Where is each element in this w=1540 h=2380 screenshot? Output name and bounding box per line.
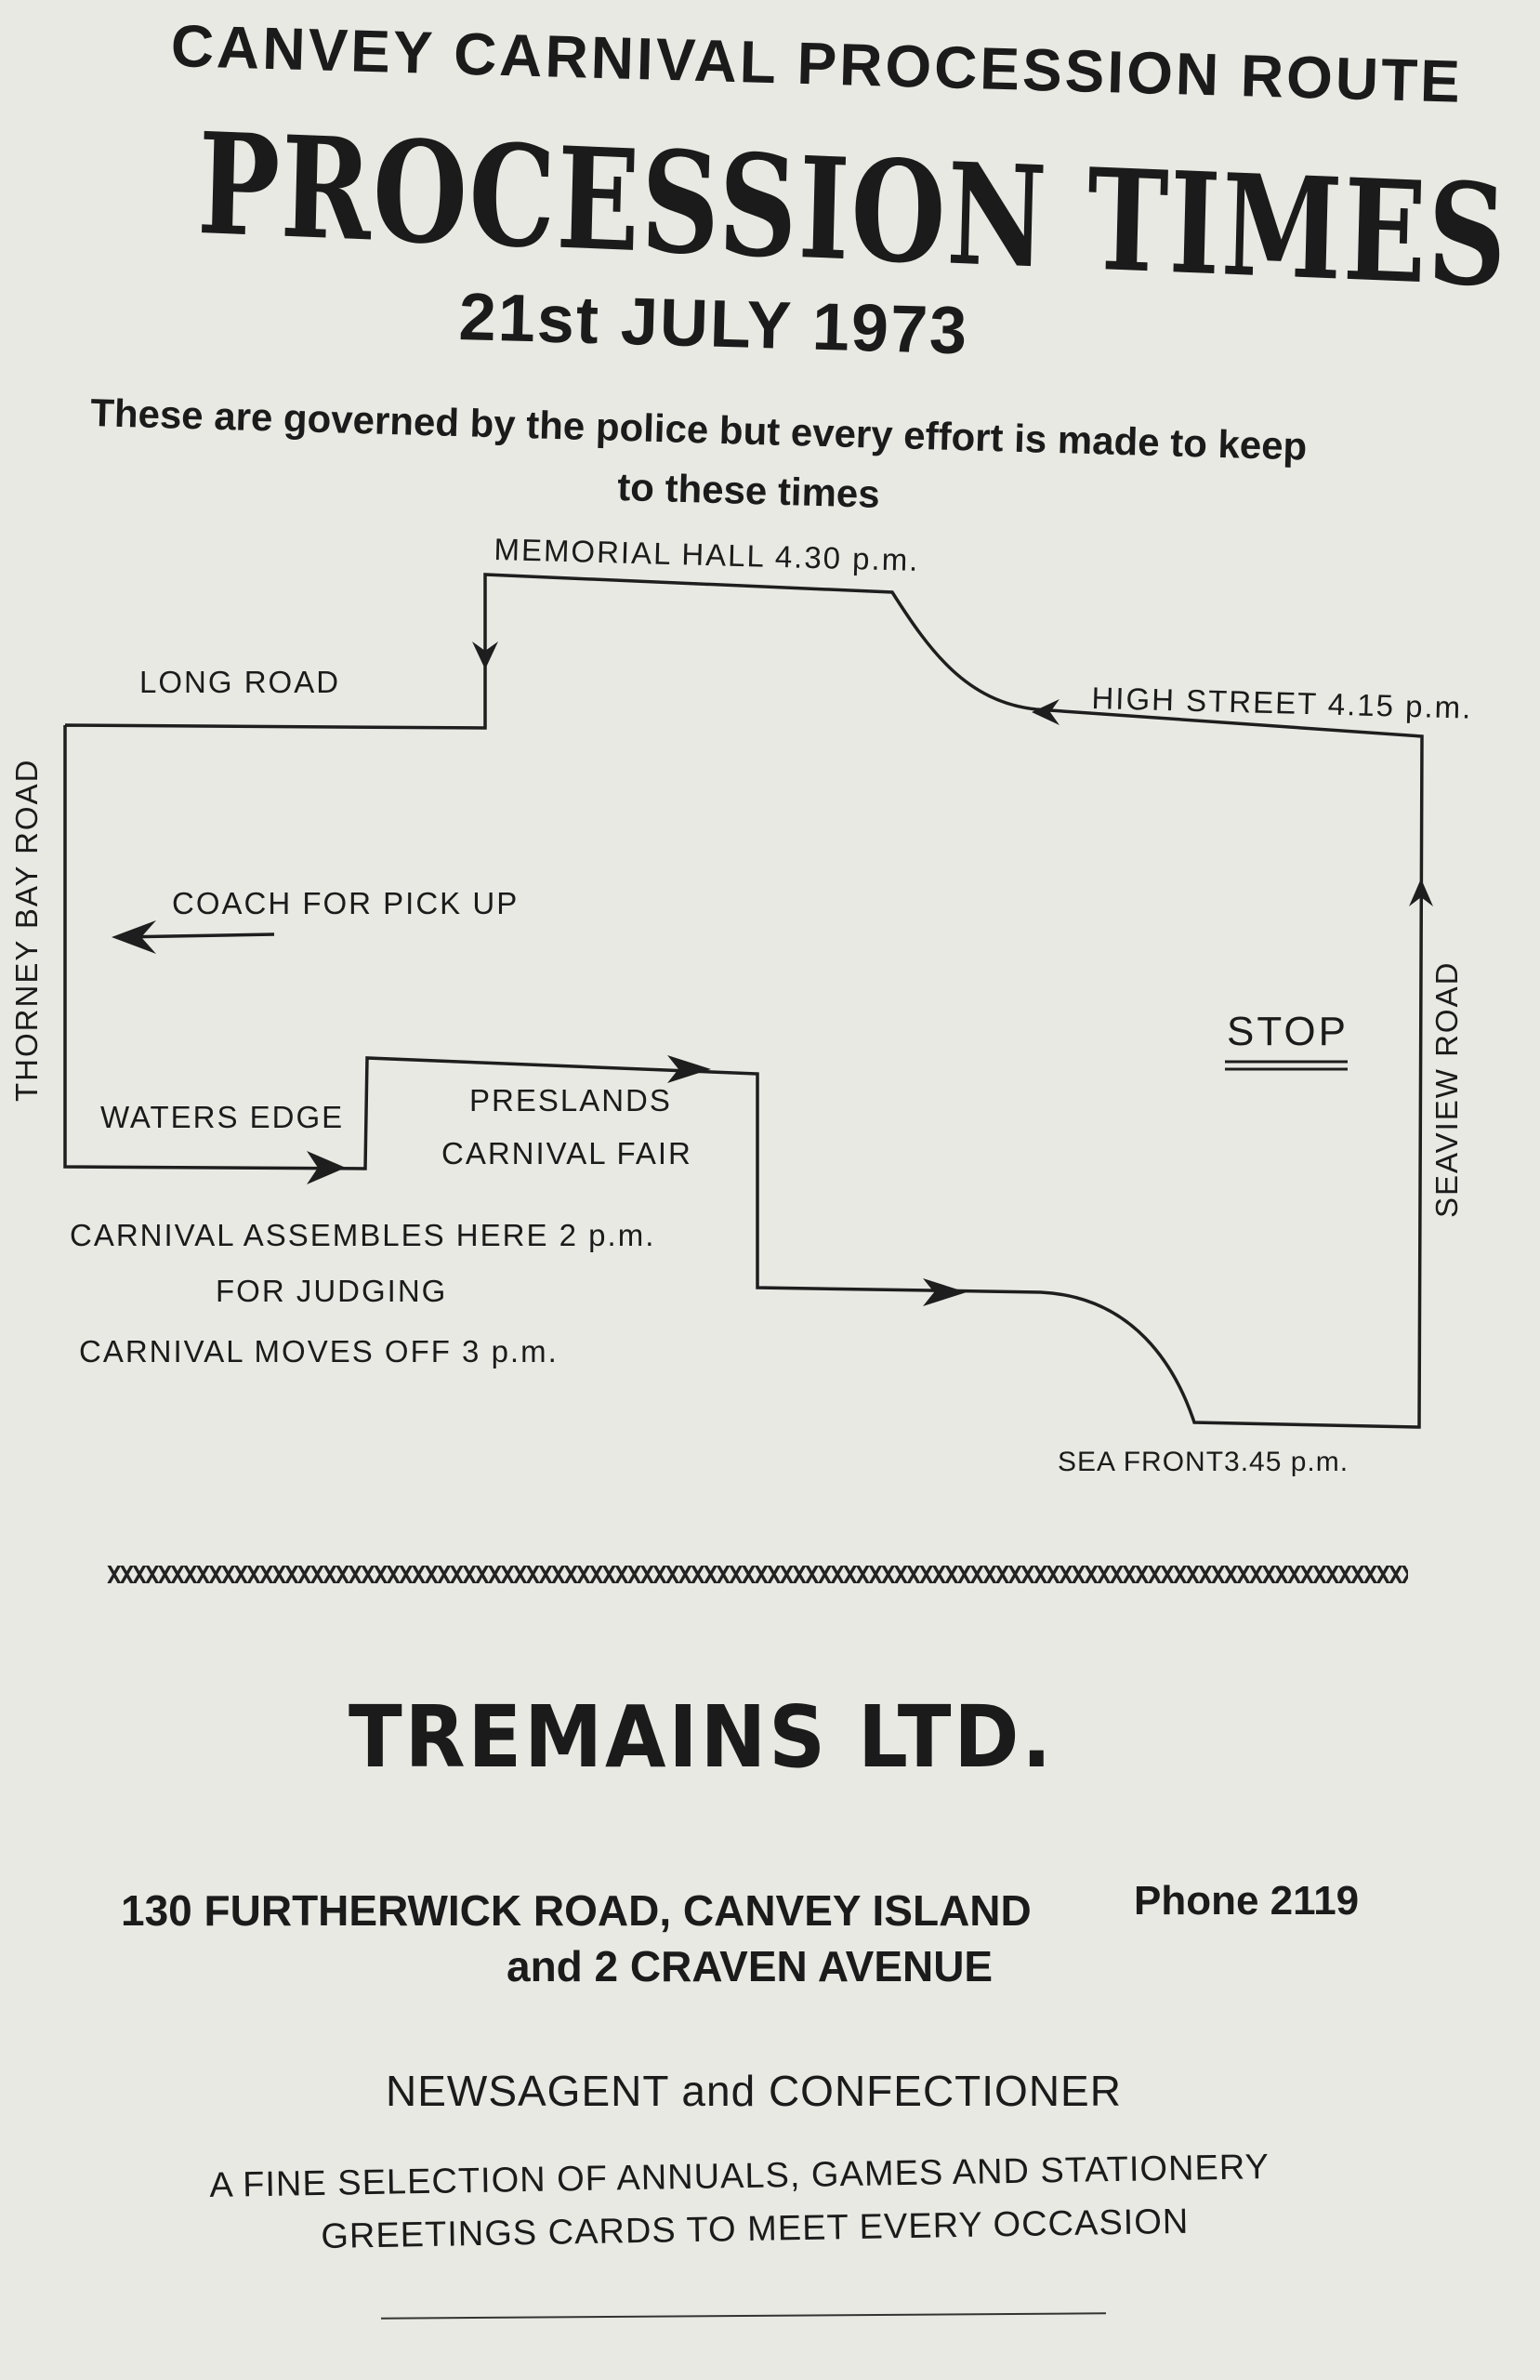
arrow-sea-front-right: [923, 1278, 967, 1306]
label-seaview-road: SEAVIEW ROAD: [1429, 960, 1464, 1218]
decorative-divider: XXXXXXXXXXXXXXXXXXXXXXXXXXXXXXXXXXXXXXXX…: [107, 1562, 1408, 1584]
advert-address-line1: 130 FURTHERWICK ROAD, CANVEY ISLAND: [121, 1886, 1032, 1935]
label-coach-pick-up: COACH FOR PICK UP: [172, 886, 520, 920]
arrow-preslands-right: [667, 1055, 711, 1083]
label-preslands: PRESLANDS: [469, 1083, 672, 1117]
label-waters-edge: WATERS EDGE: [100, 1100, 345, 1134]
label-for-judging: FOR JUDGING: [216, 1274, 448, 1308]
label-long-road: LONG ROAD: [139, 665, 341, 699]
arrow-memorial-down: [472, 641, 498, 669]
arrow-coach-left: [112, 920, 156, 954]
stop-underline: [1225, 1060, 1348, 1071]
label-carnival-fair: CARNIVAL FAIR: [441, 1136, 692, 1170]
label-thorney-bay-road: THORNEY BAY ROAD: [9, 758, 44, 1102]
advert-address-line2: and 2 CRAVEN AVENUE: [507, 1942, 994, 1990]
advert-phone: Phone 2119: [1134, 1878, 1360, 1924]
arrow-seaview-up: [1409, 879, 1433, 906]
route-line-long-road: [63, 573, 1424, 1429]
label-sea-front: SEA FRONT3.45 p.m.: [1058, 1447, 1349, 1477]
coach-arrow-line: [118, 932, 275, 939]
advert-trade: NEWSAGENT and CONFECTIONER: [386, 2067, 1122, 2115]
advert-company-name: TREMAINS LTD.: [349, 1687, 1055, 1787]
label-carnival-assembles: CARNIVAL ASSEMBLES HERE 2 p.m.: [70, 1218, 656, 1252]
label-carnival-moves-off: CARNIVAL MOVES OFF 3 p.m.: [79, 1334, 559, 1368]
arrow-high-street-left: [1032, 699, 1060, 725]
arrow-waters-edge-right: [307, 1151, 346, 1184]
label-stop: STOP: [1227, 1009, 1349, 1054]
